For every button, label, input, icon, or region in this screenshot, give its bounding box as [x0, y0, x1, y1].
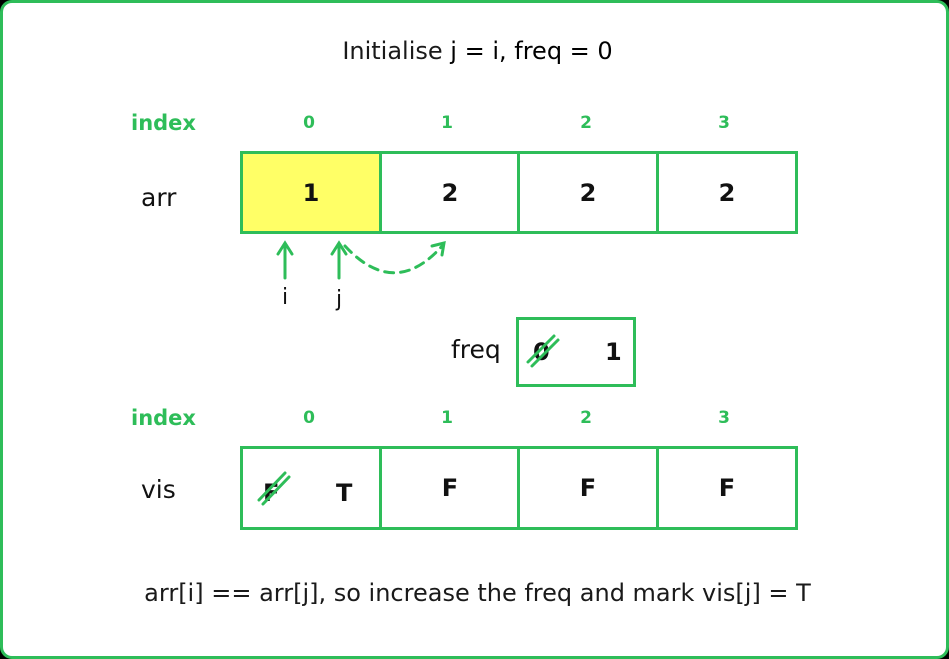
index-0: 0	[303, 113, 315, 133]
pointer-j-label: j	[336, 287, 343, 312]
freq-strike-2	[530, 338, 560, 368]
arr-cell-0: 1	[240, 151, 382, 234]
vis-cell-2: F	[517, 446, 659, 530]
title-text: Initialise	[342, 37, 451, 65]
arr-cell-3: 2	[656, 151, 798, 234]
vis-cell-3: F	[656, 446, 798, 530]
index-0-vis: 0	[303, 408, 315, 428]
j-move-arrowhead	[430, 240, 446, 257]
arr-cell-2: 2	[517, 151, 659, 234]
step-title: Initialise j = i, freq = 0	[3, 37, 949, 65]
index-label: index	[131, 111, 196, 135]
j-move-curve	[343, 243, 445, 275]
arr-cell-1: 2	[379, 151, 521, 234]
pointer-j-arrowhead	[330, 240, 348, 256]
step-caption: arr[i] == arr[j], so increase the freq a…	[144, 579, 811, 607]
vis-label: vis	[141, 475, 176, 504]
index-2-vis: 2	[580, 408, 592, 428]
index-label-2: index	[131, 406, 196, 430]
title-emphasis: j = i, freq = 0	[450, 37, 613, 65]
index-1: 1	[441, 113, 453, 133]
vis-cell-1: F	[379, 446, 521, 530]
vis-strike-1	[257, 471, 287, 502]
pointer-i-arrowhead	[276, 240, 294, 256]
index-3: 3	[718, 113, 730, 133]
index-2: 2	[580, 113, 592, 133]
index-1-vis: 1	[441, 408, 453, 428]
freq-strike-1	[526, 334, 556, 364]
vis-new-value: T	[336, 479, 353, 507]
index-3-vis: 3	[718, 408, 730, 428]
pointer-i-label: i	[282, 285, 289, 310]
freq-label: freq	[451, 335, 501, 364]
vis-strike-2	[261, 475, 291, 506]
arr-label: arr	[141, 183, 177, 212]
freq-new-value: 1	[605, 338, 622, 366]
